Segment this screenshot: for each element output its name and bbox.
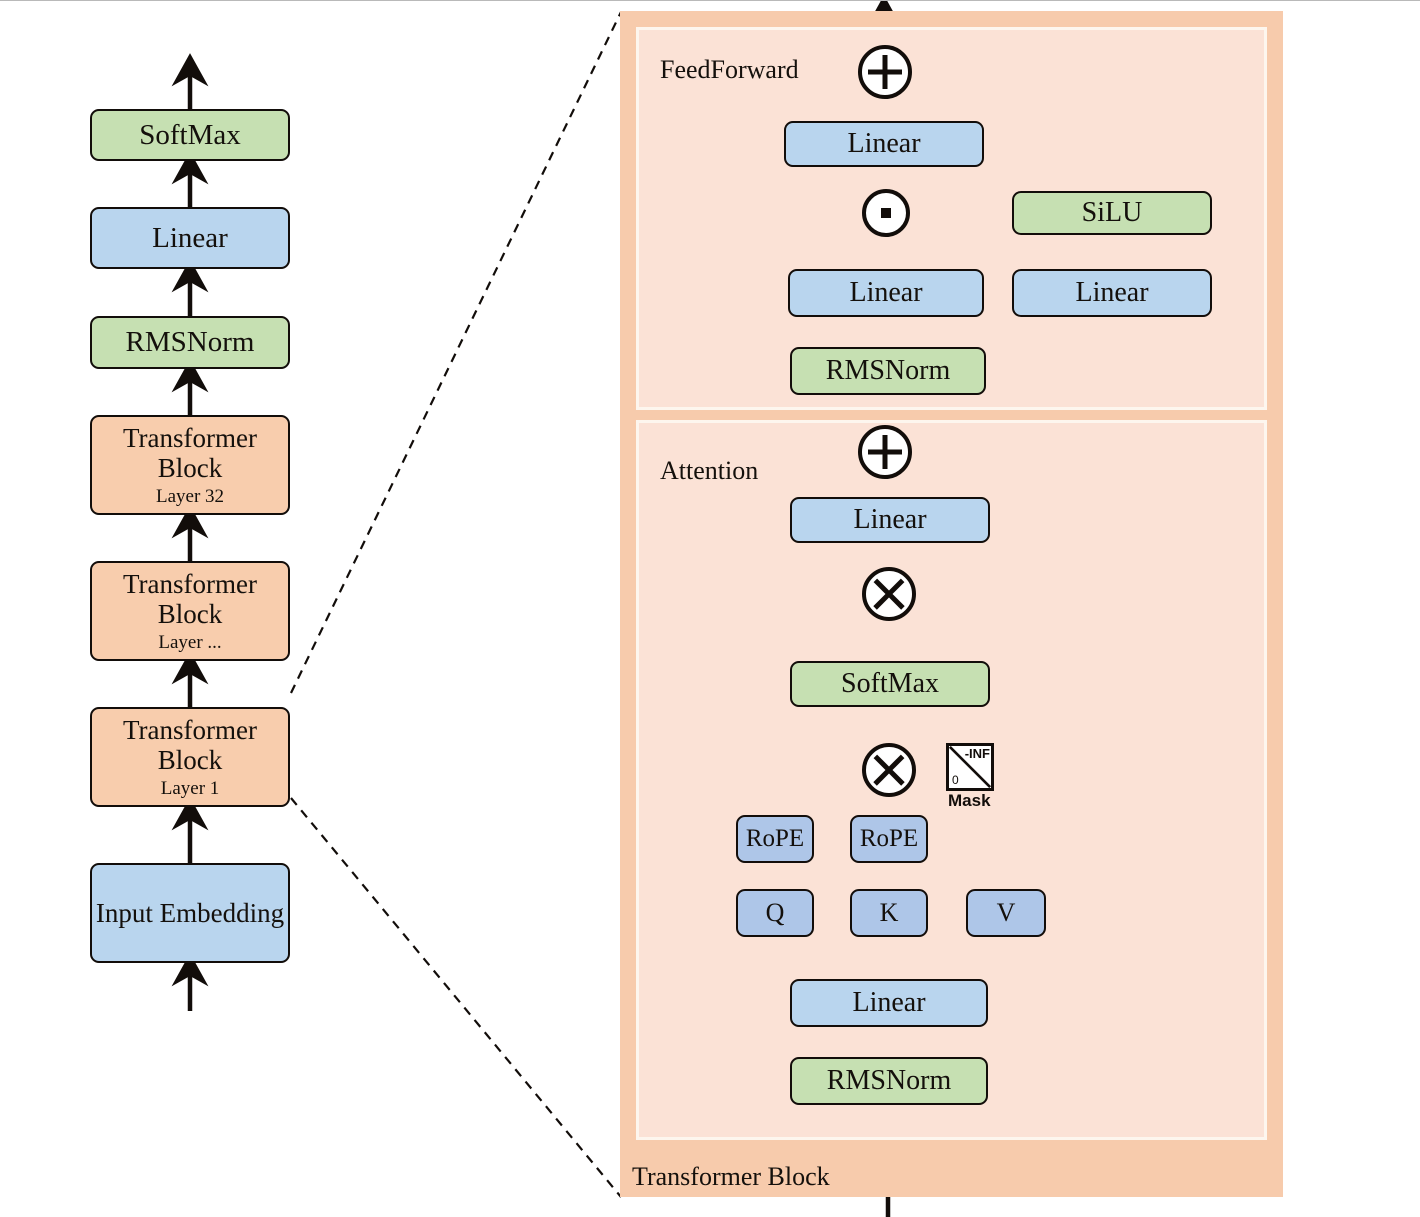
mask-upper-value: -INF [964, 746, 990, 761]
node-label: Linear [1075, 277, 1149, 309]
query-node[interactable]: Q [736, 889, 814, 937]
node-label: SoftMax [841, 668, 939, 700]
node-label: SiLU [1081, 197, 1143, 229]
attn-score-matmul-icon [862, 743, 916, 797]
attn-softmax[interactable]: SoftMax [790, 661, 990, 707]
value-node[interactable]: V [966, 889, 1046, 937]
key-node[interactable]: K [850, 889, 928, 937]
node-label: Linear [852, 987, 926, 1019]
stack-node-transformer-block-layer-32[interactable]: Transformer Block Layer 32 [90, 415, 290, 515]
node-label: Transformer Block [123, 715, 257, 776]
rope-query[interactable]: RoPE [736, 815, 814, 863]
node-label: RMSNorm [826, 1065, 952, 1097]
ff-down-proj-linear[interactable]: Linear [784, 121, 984, 167]
attn-rmsnorm[interactable]: RMSNorm [790, 1057, 988, 1105]
node-label: Linear [849, 277, 923, 309]
attn-qkv-proj-linear[interactable]: Linear [790, 979, 988, 1027]
node-sublabel: Layer ... [158, 631, 222, 653]
node-label: Input Embedding [95, 897, 285, 928]
stack-node-softmax[interactable]: SoftMax [90, 109, 290, 161]
stack-node-transformer-block-layer-mid[interactable]: Transformer Block Layer ... [90, 561, 290, 661]
node-sublabel: Layer 32 [155, 485, 225, 507]
node-label: Transformer Block [123, 423, 257, 484]
node-label: Linear [853, 504, 927, 536]
node-label: RMSNorm [125, 326, 255, 359]
node-label: RoPE [859, 825, 919, 852]
ff-rmsnorm[interactable]: RMSNorm [790, 347, 986, 395]
attention-mask-icon: 0 -INF [946, 743, 994, 791]
mask-lower-value: 0 [952, 773, 959, 787]
node-label: K [879, 898, 899, 928]
attn-value-matmul-icon [862, 567, 916, 621]
ff-gate-proj-linear[interactable]: Linear [1012, 269, 1212, 317]
stack-node-transformer-block-layer-1[interactable]: Transformer Block Layer 1 [90, 707, 290, 807]
ff-elementwise-product-icon [862, 189, 910, 237]
node-label: RoPE [745, 825, 805, 852]
callout-line-top [290, 11, 622, 694]
attn-out-proj-linear[interactable]: Linear [790, 497, 990, 543]
stack-node-linear[interactable]: Linear [90, 207, 290, 269]
node-label: V [996, 898, 1016, 928]
node-sublabel: Layer 1 [160, 777, 220, 799]
callout-line-bottom [290, 797, 622, 1198]
feedforward-section-label: FeedForward [660, 55, 799, 84]
ff-silu-activation[interactable]: SiLU [1012, 191, 1212, 235]
ff-residual-add-icon [858, 45, 912, 99]
attention-section-label: Attention [660, 456, 759, 485]
rope-key[interactable]: RoPE [850, 815, 928, 863]
ff-up-proj-linear[interactable]: Linear [788, 269, 984, 317]
stack-node-input-embedding[interactable]: Input Embedding [90, 863, 290, 963]
attn-residual-add-icon [858, 425, 912, 479]
node-label: SoftMax [139, 118, 241, 151]
attention-mask-caption: Mask [948, 791, 991, 810]
node-label: RMSNorm [825, 355, 951, 387]
node-label: Transformer Block [123, 569, 257, 630]
node-label: Linear [152, 221, 228, 254]
stack-node-rmsnorm[interactable]: RMSNorm [90, 316, 290, 369]
transformer-block-panel-label: Transformer Block [632, 1162, 830, 1191]
node-label: Linear [847, 128, 921, 160]
node-label: Q [765, 898, 785, 928]
